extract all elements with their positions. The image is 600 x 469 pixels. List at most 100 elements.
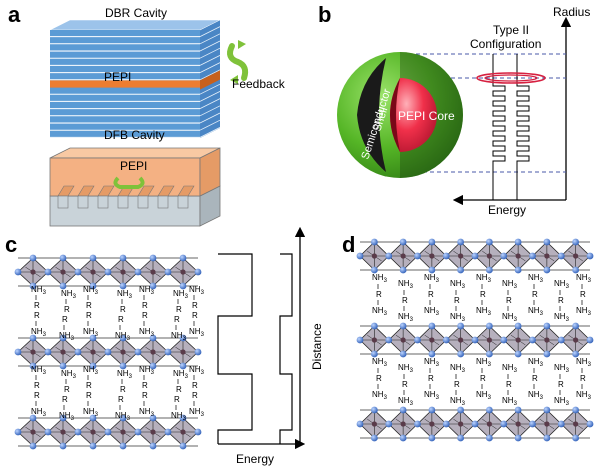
band-diagram (492, 54, 530, 200)
halide-atom (59, 414, 67, 422)
panel-d-lattice: NH3RNH3NH3RNH3NH3RNH3NH3RNH3NH3RNH3NH3RN… (356, 238, 594, 442)
r-group-label: R (506, 380, 512, 389)
dbr-title: DBR Cavity (105, 6, 167, 20)
metal-atom (486, 337, 492, 343)
nh3-label: NH3 (83, 285, 99, 296)
r-group-label: R (402, 380, 408, 389)
halide-atom (442, 420, 450, 428)
halide-atom (428, 350, 436, 358)
metal-atom (120, 349, 126, 355)
r-group-label: R (142, 301, 148, 310)
halide-atom (543, 322, 551, 330)
halide-atom (104, 268, 112, 276)
nh3-label: NH3 (528, 306, 544, 317)
grating-groove (177, 195, 189, 209)
nh3-label: NH3 (139, 327, 155, 338)
nh3-label: NH3 (31, 407, 47, 418)
halide-atom (179, 362, 187, 370)
r-group-label: R (376, 374, 382, 383)
panel-c: c NH3RNH3RNH3RNH3RNH3RNH3RNH3RRNH3RNH3RN… (5, 226, 324, 466)
halide-atom (543, 350, 551, 358)
halide-atom (370, 406, 378, 414)
nh3-label: NH3 (83, 327, 99, 338)
halide-atom (14, 268, 22, 276)
energy-distance-diagram (217, 253, 293, 444)
r-group-label: R (62, 315, 68, 324)
r-group-label: R (506, 296, 512, 305)
halide-atom (529, 252, 536, 260)
nh3-label: NH3 (554, 279, 570, 290)
panel-a: a DBR Cavity PEPI Feedback DFB Cavity PE… (8, 2, 286, 227)
nh3-label: NH3 (528, 390, 544, 401)
halide-atom (514, 266, 522, 274)
halide-atom (428, 322, 436, 330)
halide-atom (119, 282, 127, 290)
nh3-label: NH3 (476, 306, 492, 317)
nh3-label: NH3 (139, 407, 155, 418)
halide-atom (543, 434, 551, 442)
metal-atom (90, 349, 96, 355)
r-group-label: R (532, 290, 538, 299)
grating-groove (77, 195, 89, 209)
halide-atom (457, 238, 465, 246)
feedback-arrow-icon (227, 40, 249, 84)
halide-atom (514, 238, 522, 246)
metal-atom (429, 253, 435, 259)
halide-atom (543, 266, 551, 274)
panel-b-label: b (318, 2, 331, 27)
nh3-label: NH3 (450, 312, 466, 323)
nh3-label: NH3 (476, 357, 492, 368)
halide-atom (149, 254, 157, 262)
metal-atom (429, 337, 435, 343)
dbr-mirror-layer (50, 73, 200, 81)
nh3-label: NH3 (450, 396, 466, 407)
halide-atom (29, 362, 37, 370)
metal-atom (458, 421, 464, 427)
core-shell-sphere (337, 52, 463, 178)
nh3-label: NH3 (372, 306, 388, 317)
halide-atom (59, 282, 67, 290)
metal-atom (515, 337, 521, 343)
dbr-mirror-layer (50, 44, 200, 52)
halide-atom (399, 238, 407, 246)
nh3-label: NH3 (189, 365, 205, 376)
dbr-stack (49, 19, 221, 138)
dbr-layer-edge (199, 119, 221, 131)
halide-atom (543, 238, 551, 246)
halide-atom (59, 334, 67, 342)
r-group-label: R (192, 381, 198, 390)
metal-atom (544, 337, 550, 343)
halide-atom (543, 406, 551, 414)
halide-atom (385, 252, 393, 260)
r-group-label: R (142, 391, 148, 400)
dbr-layer-edge (199, 83, 221, 95)
grating-groove (137, 195, 149, 209)
r-group-label: R (192, 391, 198, 400)
metal-atom (180, 349, 186, 355)
dbr-top (49, 19, 221, 31)
halide-atom (134, 268, 142, 276)
halide-atom (428, 266, 436, 274)
halide-atom (572, 266, 580, 274)
r-group-label: R (34, 301, 40, 310)
panel-c-lattice: NH3RNH3RNH3RNH3RNH3RNH3RNH3RRNH3RNH3RNH3… (14, 254, 205, 450)
dfb-pepi-label: PEPI (120, 159, 147, 173)
dfb-grating (57, 185, 195, 209)
r-group-label: R (558, 380, 564, 389)
r-group-label: R (580, 290, 586, 299)
halide-atom (586, 336, 594, 344)
metal-atom (515, 253, 521, 259)
halide-atom (557, 252, 565, 260)
r-group-label: R (532, 374, 538, 383)
r-group-label: R (34, 381, 40, 390)
panel-d-label: d (342, 232, 355, 257)
nh3-label: NH3 (372, 357, 388, 368)
metal-atom (429, 421, 435, 427)
r-group-label: R (120, 305, 126, 314)
metal-atom (180, 429, 186, 435)
halide-atom (356, 252, 364, 260)
nh3-label: NH3 (61, 369, 77, 380)
nh3-label: NH3 (450, 279, 466, 290)
nh3-label: NH3 (576, 306, 592, 317)
nh3-label: NH3 (576, 390, 592, 401)
